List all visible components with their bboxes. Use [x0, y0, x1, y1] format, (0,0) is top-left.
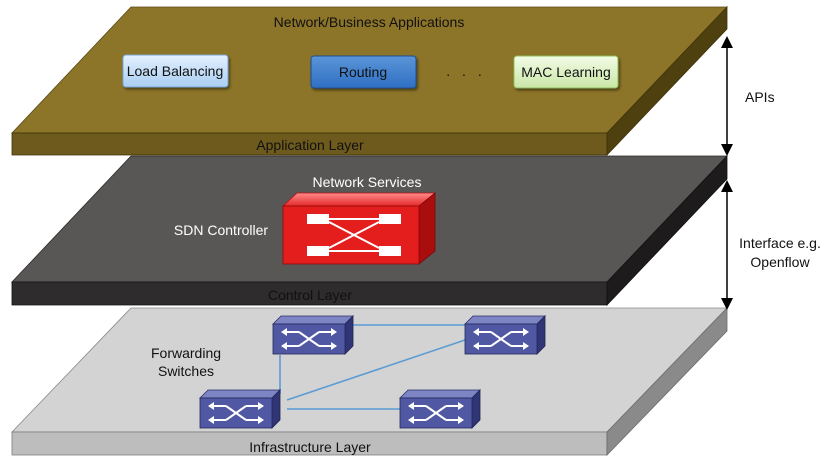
control-layer-side [606, 155, 728, 306]
forwarding-switch[interactable] [199, 389, 281, 429]
mac-learning-app[interactable]: MAC Learning [513, 55, 619, 89]
routing-box [310, 55, 417, 89]
sdn-controller-icon [281, 192, 437, 265]
apis-label: APIs [745, 89, 775, 105]
routing-app[interactable]: Routing [310, 55, 417, 89]
application-layer-label: Application Layer [256, 137, 364, 153]
control-layer: Network Services SDN Controller Control … [11, 155, 728, 306]
sdn-controller-label: SDN Controller [174, 222, 268, 238]
apps-ellipsis: . . . [446, 63, 485, 79]
interface-label-line1: Interface e.g. [739, 235, 821, 251]
switch-icon [399, 389, 481, 429]
load-balancing-label: Load Balancing [127, 63, 224, 79]
controller-side-face [418, 192, 436, 265]
load-balancing-app[interactable]: Load Balancing [122, 54, 229, 88]
control-layer-label: Control Layer [268, 287, 352, 303]
infrastructure-layer-top [11, 307, 728, 433]
interface-label-line2: Openflow [750, 254, 810, 270]
switch-icon [464, 315, 546, 355]
load-balancing-box [122, 54, 229, 88]
network-services-label: Network Services [313, 174, 422, 190]
mac-learning-label: MAC Learning [521, 64, 611, 80]
application-layer: Network/Business Applications Load Balan… [11, 6, 728, 156]
switch-icon [272, 315, 354, 355]
infrastructure-layer-side [606, 307, 728, 456]
forwarding-switch[interactable] [272, 315, 354, 355]
forwarding-switches-label-line2: Switches [158, 363, 214, 379]
forwarding-switch[interactable] [399, 389, 481, 429]
switch-icon [199, 389, 281, 429]
infrastructure-layer: Forwarding Switches Infrastructure Layer [11, 307, 728, 456]
forwarding-switches-label-line1: Forwarding [151, 345, 221, 361]
switch-links [279, 324, 466, 410]
application-layer-title: Network/Business Applications [274, 14, 465, 30]
interface-annotation: Interface e.g. Openflow [721, 180, 821, 310]
forwarding-switch[interactable] [464, 315, 546, 355]
mac-learning-box [513, 55, 619, 89]
infrastructure-layer-label: Infrastructure Layer [249, 439, 371, 455]
controller-top-face [281, 192, 437, 207]
link-c-b [286, 339, 466, 401]
routing-label: Routing [339, 64, 387, 80]
application-layer-side [606, 6, 728, 156]
apis-annotation: APIs [721, 36, 775, 156]
